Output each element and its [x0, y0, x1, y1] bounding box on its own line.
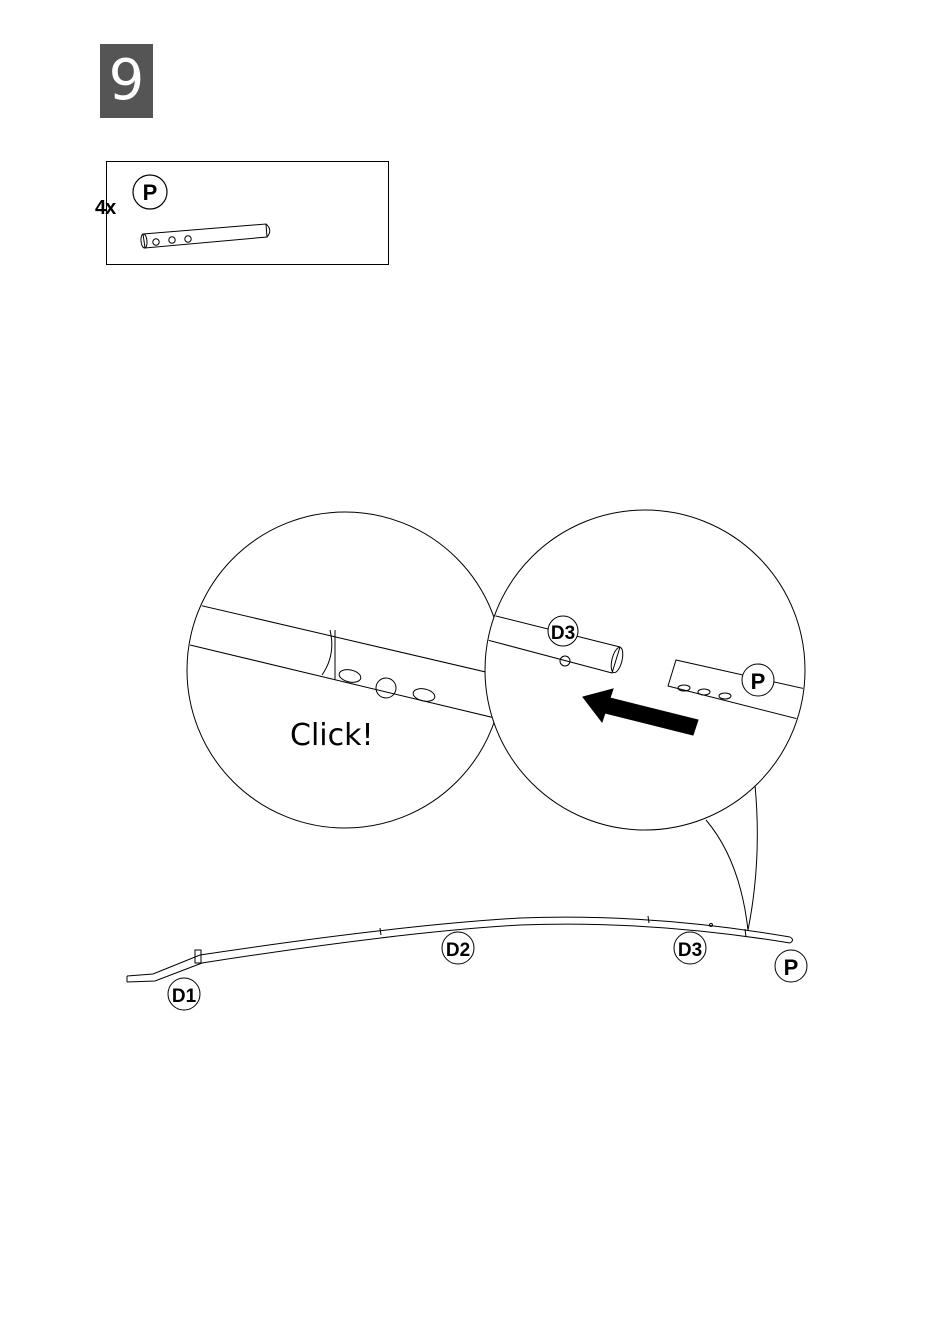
frame-d2-label: D2 [446, 940, 470, 961]
detail-p-label: P [751, 669, 766, 694]
frame-d2-callout: D2 [442, 932, 474, 964]
click-annotation: Click! [290, 718, 374, 753]
frame-p-callout: P [775, 950, 807, 982]
detail-d3-callout: D3 [548, 616, 578, 646]
detail-circle-insert: D3 P [480, 510, 810, 930]
frame-d3-label: D3 [678, 940, 702, 961]
frame-d1-callout: D1 [168, 978, 200, 1010]
detail-d3-label: D3 [551, 623, 575, 644]
detail-p-callout: P [742, 664, 774, 696]
tube-part-icon [140, 224, 269, 248]
frame-d3-callout: D3 [674, 932, 706, 964]
parts-p-label: P [143, 180, 158, 205]
parts-p-callout: P [133, 175, 167, 209]
frame-p-label: P [784, 955, 799, 980]
detail-circle-click: Click! [187, 512, 520, 828]
frame-d1-label: D1 [172, 986, 197, 1007]
